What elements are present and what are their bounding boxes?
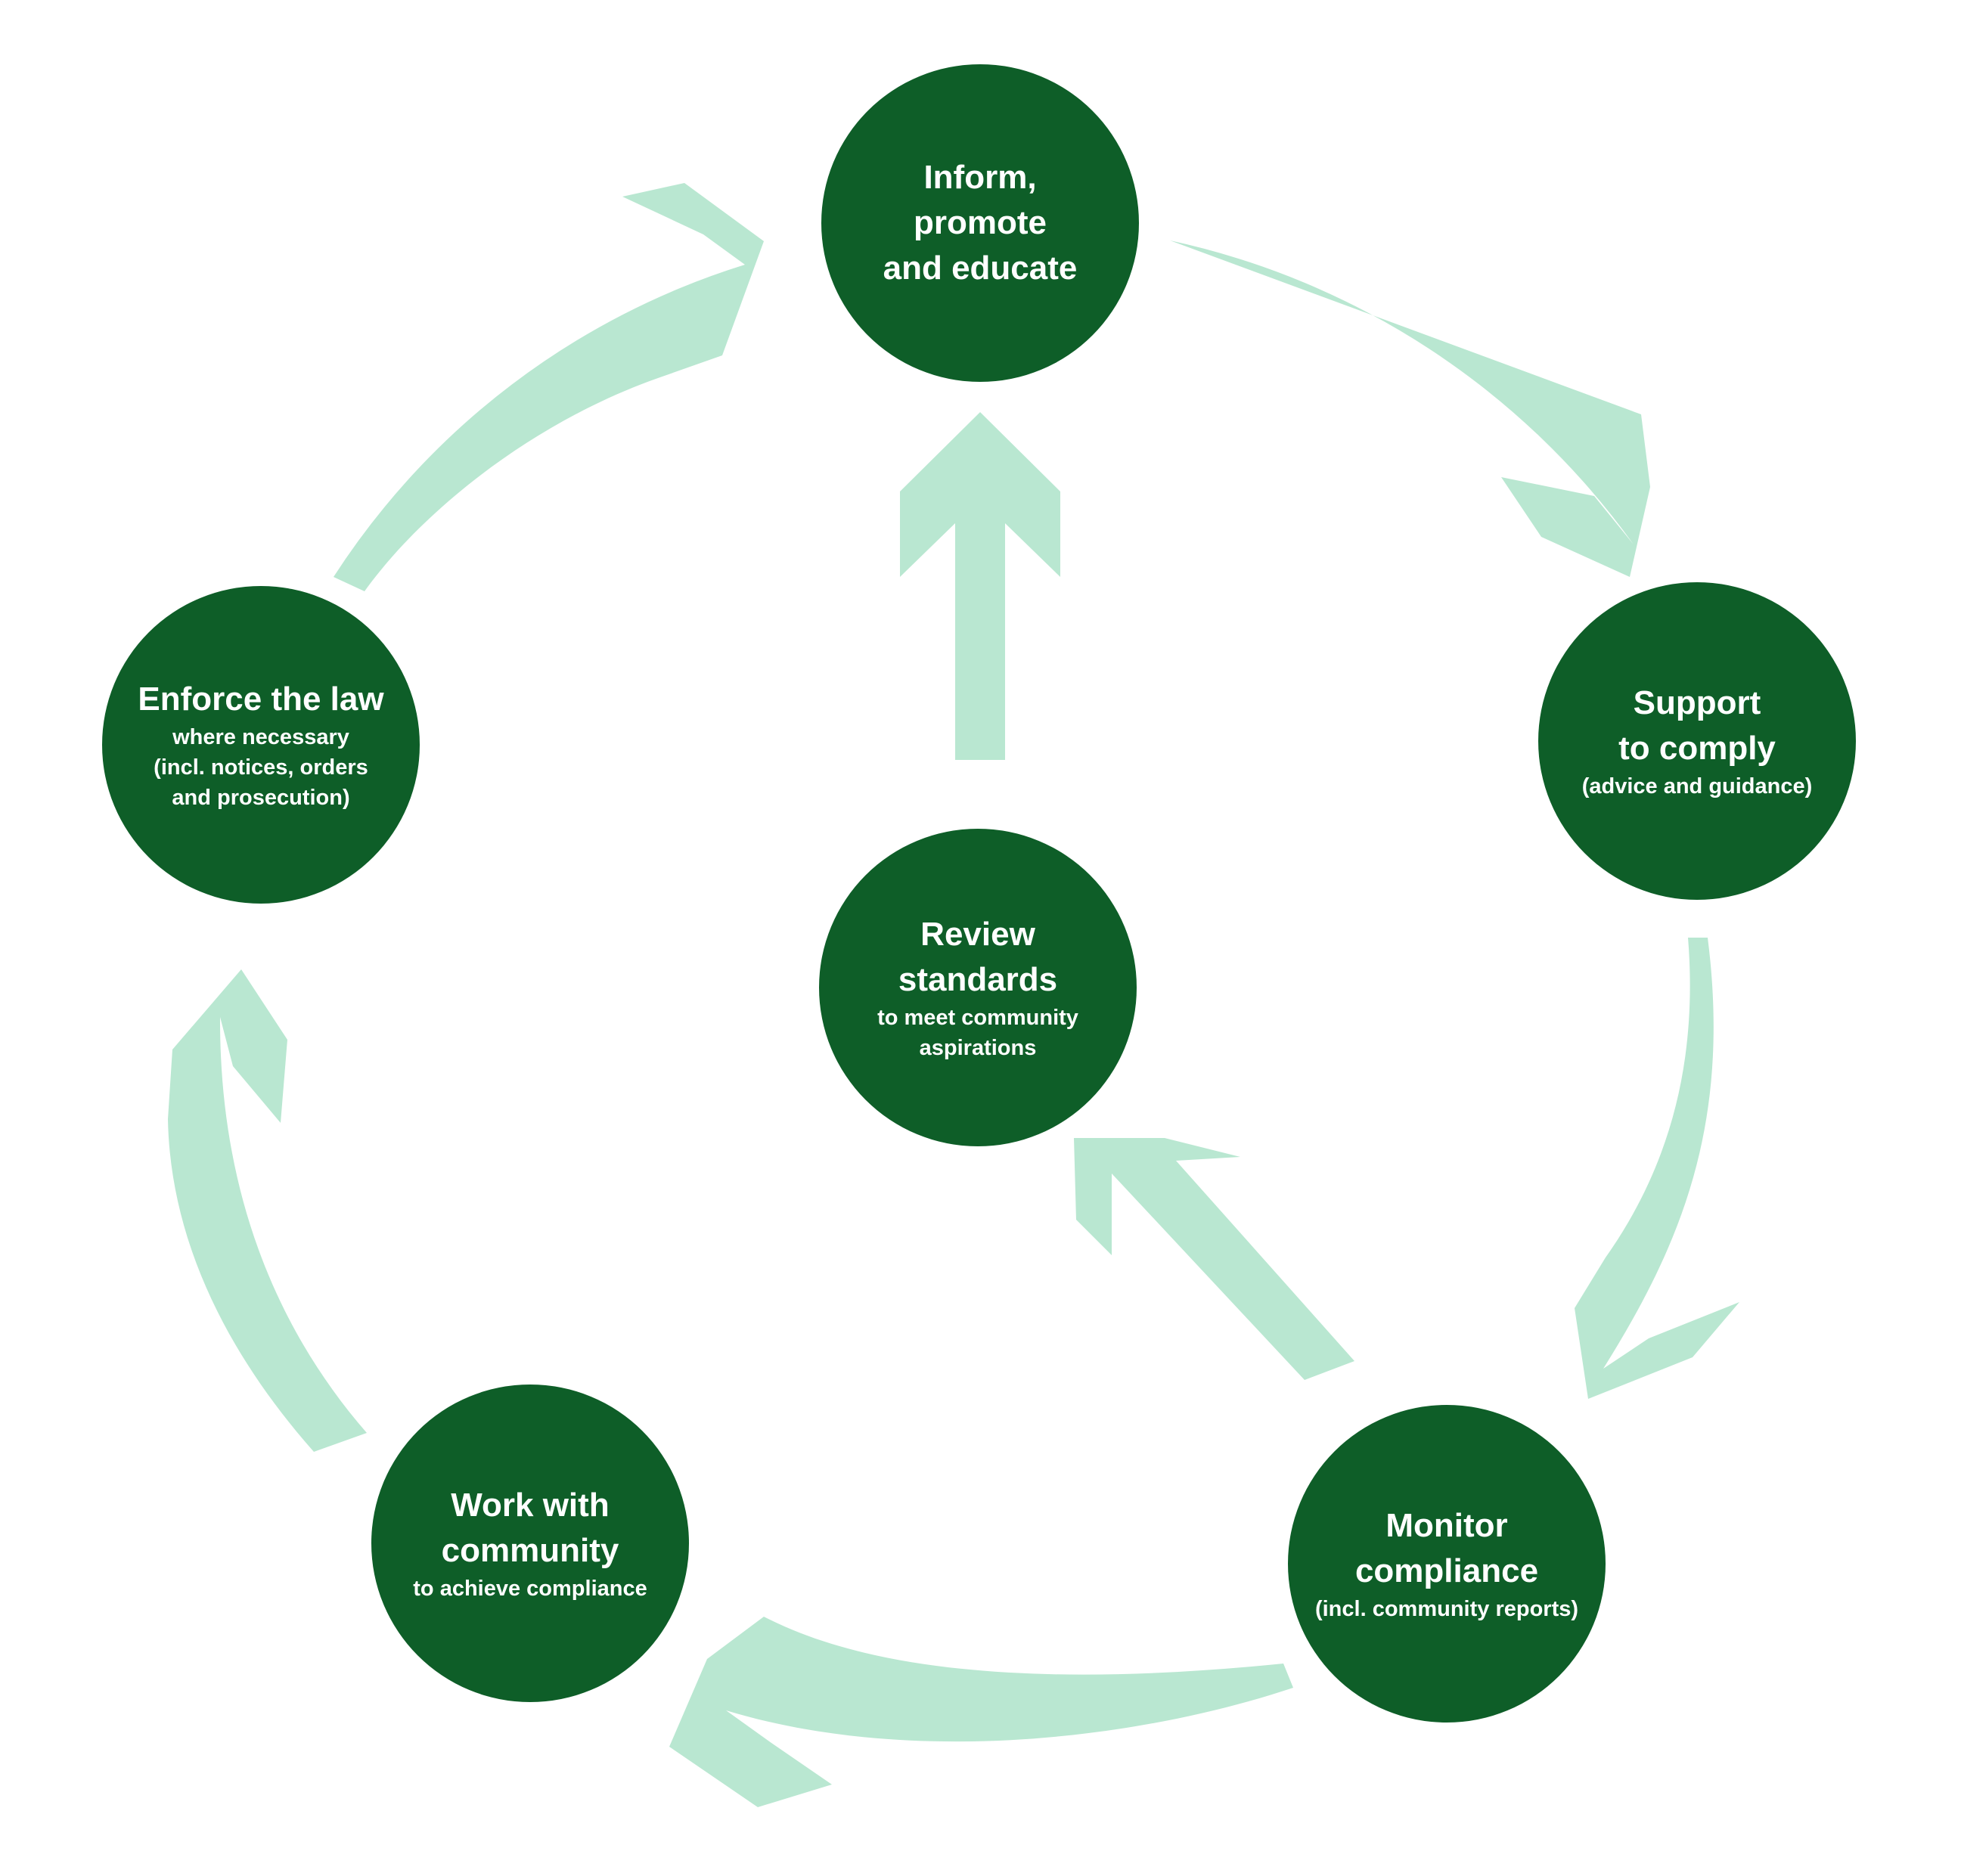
arrow-monitor-to-work — [669, 1617, 1293, 1807]
node-monitor: Monitor compliance (incl. community repo… — [1288, 1405, 1606, 1723]
node-review: Review standards to meet community aspir… — [819, 829, 1137, 1146]
node-review-title: Review standards — [898, 916, 1058, 998]
node-enforce-title: Enforce the law — [138, 681, 384, 718]
arrow-review-to-inform — [900, 412, 1060, 760]
arrow-support-to-monitor — [1575, 938, 1739, 1399]
node-monitor-title: Monitor compliance — [1354, 1507, 1539, 1589]
node-support-subtitle: (advice and guidance) — [1581, 774, 1813, 798]
node-work-title: Work with community — [441, 1487, 619, 1569]
node-work-subtitle: to achieve compliance — [413, 1577, 647, 1601]
arrow-inform-to-support — [1170, 240, 1650, 577]
node-monitor-subtitle: (incl. community reports) — [1314, 1597, 1579, 1621]
arrow-enforce-to-inform — [334, 183, 764, 591]
node-review-subtitle: to meet community aspirations — [877, 1006, 1078, 1060]
node-inform: Inform, promote and educate — [821, 64, 1139, 382]
node-enforce: Enforce the law where necessary (incl. n… — [102, 586, 420, 904]
node-enforce-subtitle: where necessary (incl. notices, orders a… — [154, 725, 368, 810]
arrow-monitor-to-review — [1074, 1138, 1354, 1380]
node-support: Support to comply (advice and guidance) — [1538, 582, 1856, 900]
node-inform-title: Inform, promote and educate — [883, 159, 1078, 287]
arrow-work-to-enforce — [168, 969, 367, 1452]
node-support-title: Support to comply — [1618, 684, 1776, 767]
node-work: Work with community to achieve complianc… — [371, 1385, 689, 1702]
